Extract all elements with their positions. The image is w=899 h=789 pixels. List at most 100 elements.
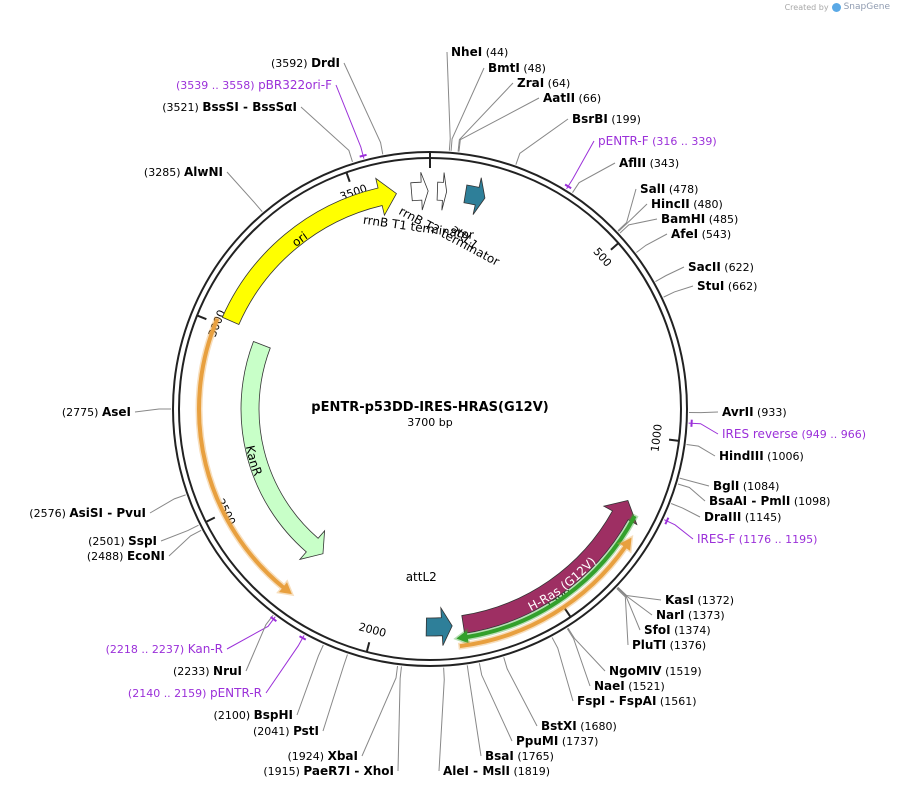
site-label-bsai: BsaI (1765): [485, 749, 554, 763]
site-label-alwni: (3285) AlwNI: [144, 165, 223, 179]
label-leader-line: [679, 477, 710, 487]
site-label-psti: (2041) PstI: [253, 724, 319, 738]
tick-mark: [205, 516, 216, 523]
label-leader-line: [572, 162, 616, 193]
rrnb-t2-terminator-label: rrnB T2 terminator: [397, 204, 502, 269]
site-label-alei-msli: AleI - MslI (1819): [443, 764, 550, 778]
tick-label: 2000: [357, 620, 387, 640]
rrnb-t1-terminator-feature-arrow: [410, 172, 429, 211]
site-label-ppumi: PpuMI (1737): [516, 734, 598, 748]
label-leader-line: [663, 285, 694, 298]
label-leader-line: [515, 118, 569, 165]
site-label-xbai: (1924) XbaI: [288, 749, 358, 763]
label-leader-line: [361, 665, 399, 757]
rrnb-t2-terminator-feature-arrow: [436, 172, 448, 211]
label-leader-line: [457, 82, 514, 152]
label-leader-line: [466, 665, 482, 757]
h-ras-g12v-feature-arrow: [461, 500, 638, 634]
credit-text: Created by: [784, 2, 829, 12]
label-leader-line: [677, 483, 706, 502]
site-label-hincii: HincII (480): [651, 197, 723, 211]
credit: Created by SnapGene: [785, 2, 890, 12]
label-leader-line: [688, 422, 719, 435]
label-leader-line: [397, 666, 402, 772]
site-label-asisi-pvui: (2576) AsiSI - PvuI: [29, 506, 146, 520]
site-label-aflii: AflII (343): [619, 156, 679, 170]
site-label-sacii: SacII (622): [688, 260, 754, 274]
site-label-nhei: NheI (44): [451, 45, 508, 59]
label-leader-line: [458, 97, 540, 152]
plasmid-name: pENTR-p53DD-IRES-HRAS(G12V): [311, 400, 548, 415]
primer-site-mark: [664, 517, 670, 525]
attl2-feature-arrow: [425, 606, 453, 646]
primer-site-mark: [270, 616, 277, 623]
label-leader-line: [160, 524, 199, 542]
site-label-nari: NarI (1373): [656, 608, 725, 622]
label-leader-line: [567, 627, 606, 672]
tick-mark: [610, 242, 620, 251]
label-leader-line: [265, 635, 305, 694]
label-leader-line: [655, 266, 685, 282]
site-label-nrui: (2233) NruI: [173, 664, 242, 678]
site-label-pluti: PluTI (1376): [632, 638, 706, 652]
attl1-feature-arrow: [463, 177, 486, 215]
site-label-naei: NaeI (1521): [594, 679, 665, 693]
label-leader-line: [618, 203, 648, 232]
site-label-sali: SalI (478): [640, 182, 698, 196]
site-label-drdi: (3592) DrdI: [271, 56, 340, 70]
attl2-label: attL2: [406, 570, 437, 584]
site-label-stui: StuI (662): [697, 279, 757, 293]
credit-brand: SnapGene: [843, 2, 890, 12]
ori-feature-arrow: [221, 177, 397, 326]
site-label-bmti: BmtI (48): [488, 61, 546, 75]
site-label-afei: AfeI (543): [671, 227, 731, 241]
site-label-asei: (2775) AseI: [62, 405, 131, 419]
label-leader-line: [335, 84, 365, 159]
site-label-pentr-r: (2140 .. 2159) pENTR-R: [128, 686, 262, 700]
site-label-hindiii: HindIII (1006): [719, 449, 804, 463]
tick-mark: [668, 438, 680, 442]
primer-site-mark: [299, 635, 307, 641]
site-label-ires-reverse: IRES reverse (949 .. 966): [722, 427, 866, 441]
label-leader-line: [322, 654, 348, 732]
site-label-pbr322ori-f: (3539 .. 3558) pBR322ori-F: [176, 78, 332, 92]
site-label-bsrbi: BsrBI (199): [572, 112, 641, 126]
plasmid-size: 3700 bp: [407, 416, 452, 429]
site-labels: (3592) DrdI (3539 .. 3558) pBR322ori-F (35…: [29, 45, 866, 778]
label-leader-line: [616, 588, 629, 646]
tick-mark: [345, 172, 351, 183]
site-label-bgli: BglI (1084): [713, 479, 779, 493]
site-label-kasi: KasI (1372): [665, 593, 734, 607]
label-leader-line: [688, 411, 719, 414]
label-leader-line: [551, 637, 574, 702]
site-label-econi: (2488) EcoNI: [87, 549, 165, 563]
site-label-aatii: AatII (66): [543, 91, 601, 105]
label-leader-line: [168, 529, 202, 557]
primer-site-mark: [564, 183, 572, 190]
label-leader-line: [149, 494, 186, 514]
primer-site-mark: [359, 153, 367, 158]
label-leader-line: [619, 218, 658, 234]
site-label-ires-f: IRES-F (1176 .. 1195): [697, 532, 817, 546]
label-leader-line: [226, 171, 263, 213]
site-label-sspi: (2501) SspI: [88, 534, 157, 548]
unlabeled-feature-arrow: [459, 537, 632, 649]
label-leader-line: [663, 519, 694, 540]
site-label-ngomiv: NgoMIV (1519): [609, 664, 702, 678]
site-label-sfoi: SfoI (1374): [644, 623, 711, 637]
label-leader-line: [503, 657, 538, 727]
site-label-fspi-fspai: FspI - FspAI (1561): [577, 694, 697, 708]
tick-label: 1000: [648, 423, 664, 452]
label-leader-line: [226, 616, 276, 650]
tick-mark: [365, 641, 371, 653]
site-label-zrai: ZraI (64): [517, 76, 570, 90]
feature-halo: [453, 513, 639, 646]
tick-mark: [196, 314, 207, 321]
label-leader-line: [616, 587, 641, 631]
label-leader-line: [296, 644, 324, 716]
backbone: [172, 151, 688, 667]
label-leader-line: [446, 51, 451, 151]
label-leader-line: [617, 188, 637, 232]
site-label-bsssi-bsss-i: (3521) BssSI - BssSαI: [162, 100, 297, 114]
